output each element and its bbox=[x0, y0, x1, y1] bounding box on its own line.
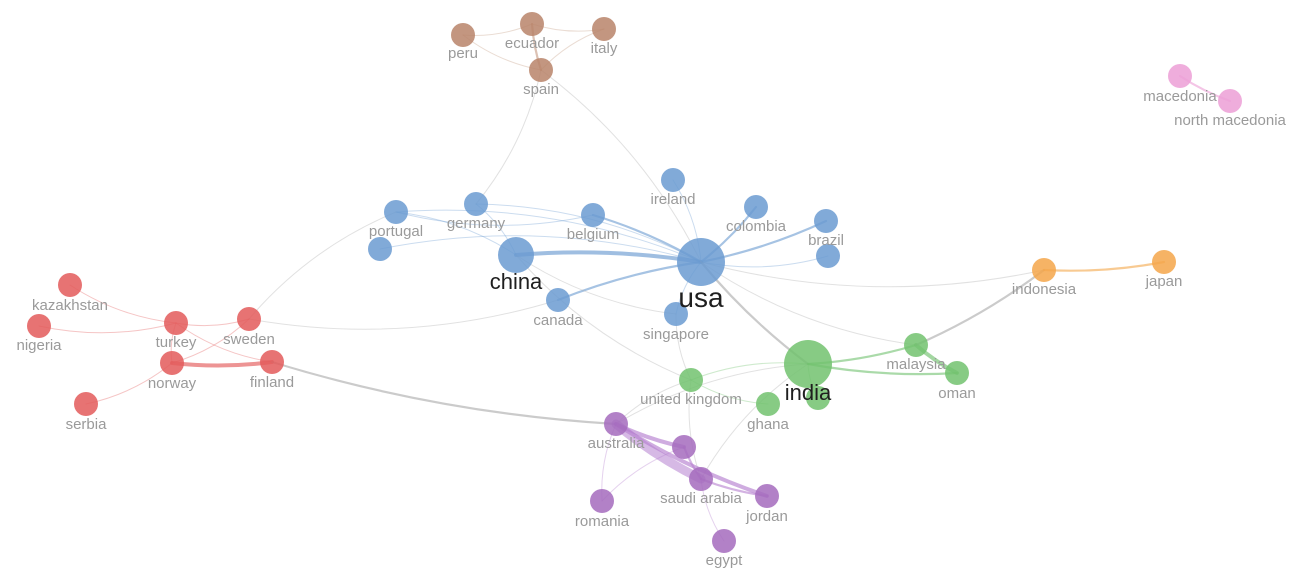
label-canada: canada bbox=[533, 312, 583, 329]
label-ghana: ghana bbox=[747, 416, 789, 433]
label-belgium: belgium bbox=[567, 226, 620, 243]
node-sweden[interactable] bbox=[237, 307, 261, 331]
node-egypt[interactable] bbox=[712, 529, 736, 553]
nodes-layer bbox=[27, 12, 1242, 553]
node-malaysia[interactable] bbox=[904, 333, 928, 357]
label-colombia: colombia bbox=[726, 218, 787, 235]
node-australia[interactable] bbox=[604, 412, 628, 436]
edge-nigeria-turkey bbox=[38, 322, 177, 334]
label-australia: australia bbox=[588, 435, 645, 452]
label-spain: spain bbox=[523, 81, 559, 98]
label-oman: oman bbox=[938, 385, 976, 402]
label-romania: romania bbox=[575, 513, 630, 530]
edge-usa-china bbox=[514, 250, 703, 264]
node-purple-unlabeled[interactable] bbox=[672, 435, 696, 459]
label-turkey: turkey bbox=[156, 334, 197, 351]
node-jordan[interactable] bbox=[755, 484, 779, 508]
edge-australia-jordan bbox=[614, 422, 769, 498]
label-ecuador: ecuador bbox=[505, 35, 559, 52]
node-north-macedonia[interactable] bbox=[1218, 89, 1242, 113]
node-portugal[interactable] bbox=[384, 200, 408, 224]
edge-portugal-belgium bbox=[395, 211, 594, 226]
node-blue-unlabeled-2[interactable] bbox=[816, 244, 840, 268]
node-saudi-arabia[interactable] bbox=[689, 467, 713, 491]
node-germany[interactable] bbox=[464, 192, 488, 216]
node-norway[interactable] bbox=[160, 351, 184, 375]
node-canada[interactable] bbox=[546, 288, 570, 312]
node-ireland[interactable] bbox=[661, 168, 685, 192]
edge-usa-malaysia bbox=[700, 261, 917, 346]
label-saudi-arabia: saudi arabia bbox=[660, 490, 742, 507]
edge-portugal-sweden bbox=[248, 211, 397, 320]
label-brazil: brazil bbox=[808, 232, 844, 249]
label-united-kingdom: united kingdom bbox=[640, 391, 742, 408]
edge-germany-spain bbox=[475, 69, 542, 205]
node-indonesia[interactable] bbox=[1032, 258, 1056, 282]
label-finland: finland bbox=[250, 374, 294, 391]
node-blue-unlabeled-1[interactable] bbox=[368, 237, 392, 261]
node-singapore[interactable] bbox=[664, 302, 688, 326]
label-north-macedonia: north macedonia bbox=[1174, 112, 1286, 129]
node-united-kingdom[interactable] bbox=[679, 368, 703, 392]
label-portugal: portugal bbox=[369, 223, 423, 240]
edge-usa-blue-unlabeled-1 bbox=[379, 235, 702, 263]
node-china[interactable] bbox=[498, 237, 534, 273]
label-jordan: jordan bbox=[745, 508, 788, 525]
label-serbia: serbia bbox=[66, 416, 108, 433]
node-spain[interactable] bbox=[529, 58, 553, 82]
node-colombia[interactable] bbox=[744, 195, 768, 219]
node-india[interactable] bbox=[784, 340, 832, 388]
edge-usa-portugal bbox=[395, 209, 702, 263]
label-ireland: ireland bbox=[650, 191, 695, 208]
node-italy[interactable] bbox=[592, 17, 616, 41]
label-china: china bbox=[490, 269, 543, 294]
edge-indonesia-japan bbox=[1042, 260, 1166, 272]
label-singapore: singapore bbox=[643, 326, 709, 343]
label-usa: usa bbox=[678, 282, 724, 313]
node-japan[interactable] bbox=[1152, 250, 1176, 274]
node-peru[interactable] bbox=[451, 23, 475, 47]
label-norway: norway bbox=[148, 375, 197, 392]
label-peru: peru bbox=[448, 45, 478, 62]
node-romania[interactable] bbox=[590, 489, 614, 513]
node-turkey[interactable] bbox=[164, 311, 188, 335]
edge-malaysia-indonesia bbox=[914, 268, 1046, 347]
node-oman[interactable] bbox=[945, 361, 969, 385]
label-italy: italy bbox=[591, 40, 618, 57]
label-kazakhstan: kazakhstan bbox=[32, 297, 108, 314]
edge-china-singapore bbox=[515, 254, 677, 315]
node-macedonia[interactable] bbox=[1168, 64, 1192, 88]
edge-usa-spain bbox=[540, 69, 702, 263]
node-usa[interactable] bbox=[677, 238, 725, 286]
edge-sweden-canada bbox=[248, 299, 559, 330]
labels-layer: usa china india portugal germany belgium irela… bbox=[16, 35, 1286, 569]
node-finland[interactable] bbox=[260, 350, 284, 374]
edge-usa-indonesia bbox=[700, 261, 1045, 288]
label-japan: japan bbox=[1145, 273, 1183, 290]
edge-norway-finland bbox=[170, 360, 274, 368]
label-india: india bbox=[785, 380, 832, 405]
label-indonesia: indonesia bbox=[1012, 281, 1077, 298]
node-green-unlabeled[interactable] bbox=[806, 386, 830, 410]
node-brazil[interactable] bbox=[814, 209, 838, 233]
label-nigeria: nigeria bbox=[16, 337, 62, 354]
label-malaysia: malaysia bbox=[886, 356, 946, 373]
edge-kazakhstan-turkey bbox=[69, 284, 177, 324]
edge-china-united-kingdom bbox=[515, 254, 692, 381]
node-kazakhstan[interactable] bbox=[58, 273, 82, 297]
label-macedonia: macedonia bbox=[1143, 88, 1217, 105]
node-serbia[interactable] bbox=[74, 392, 98, 416]
edge-finland-australia bbox=[270, 360, 618, 426]
label-egypt: egypt bbox=[706, 552, 744, 569]
node-belgium[interactable] bbox=[581, 203, 605, 227]
label-sweden: sweden bbox=[223, 331, 275, 348]
node-ecuador[interactable] bbox=[520, 12, 544, 36]
edge-india-australia bbox=[615, 363, 809, 425]
node-nigeria[interactable] bbox=[27, 314, 51, 338]
label-germany: germany bbox=[447, 215, 506, 232]
node-ghana[interactable] bbox=[756, 392, 780, 416]
